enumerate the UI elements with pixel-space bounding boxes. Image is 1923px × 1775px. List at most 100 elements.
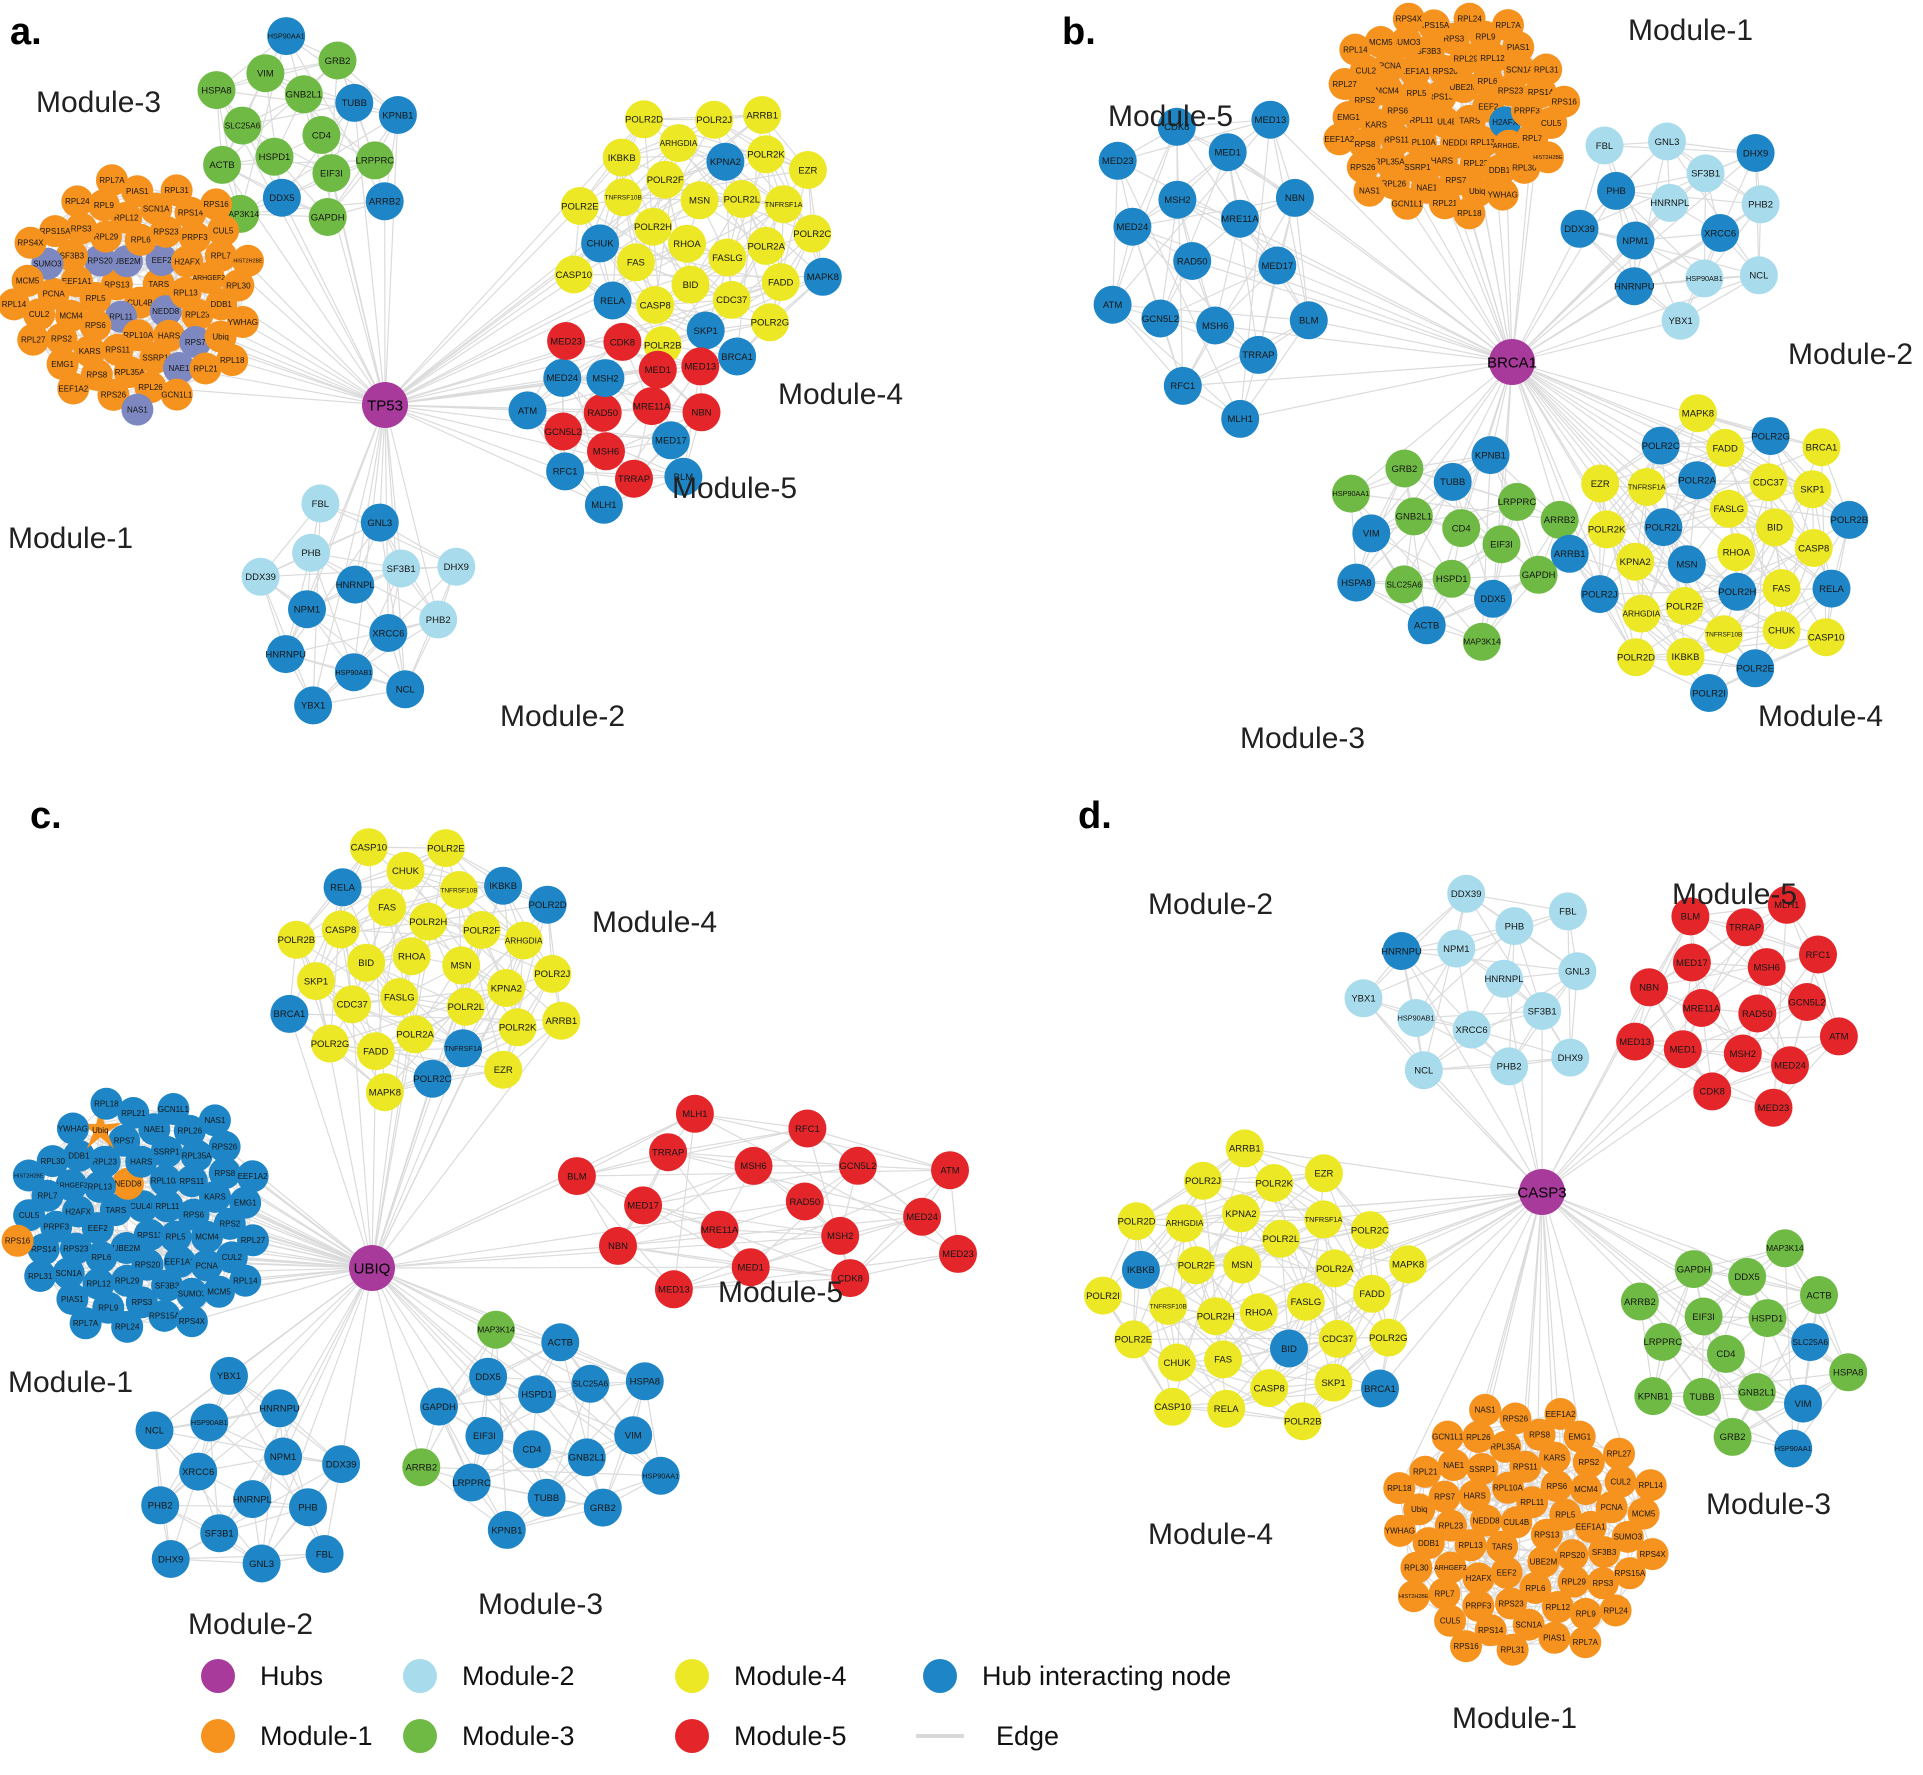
gene-node-circle bbox=[1765, 1229, 1804, 1268]
gene-node-label: CUL4B bbox=[130, 1202, 156, 1211]
gene-node-circle bbox=[1519, 1572, 1552, 1604]
gene-node-circle bbox=[349, 828, 388, 867]
gene-node-label: MSH6 bbox=[593, 447, 619, 458]
gene-node-circle bbox=[157, 1093, 190, 1125]
node-POLR2C: POLR2C bbox=[413, 1059, 452, 1098]
legend-item-label: Hub interacting node bbox=[982, 1661, 1231, 1691]
gene-node-label: HIST2H2BE bbox=[14, 1173, 44, 1179]
node-SF3B3: SF3B3 bbox=[151, 1269, 184, 1302]
gene-node-label: RPL26 bbox=[178, 1127, 203, 1136]
gene-node-circle bbox=[1489, 1430, 1522, 1463]
node-RPL10A: RPL10A bbox=[149, 1164, 182, 1197]
gene-node-circle bbox=[508, 391, 547, 430]
gene-node-label: HIST2H2BE bbox=[1399, 1594, 1429, 1600]
hub-edge bbox=[1541, 1191, 1820, 1296]
node-GAPDH: GAPDH bbox=[308, 198, 347, 236]
gene-node-circle bbox=[1314, 1363, 1353, 1402]
gene-node-circle bbox=[1641, 426, 1680, 465]
gene-node-circle bbox=[79, 309, 112, 342]
gene-node-circle bbox=[1690, 674, 1728, 712]
gene-node-circle bbox=[229, 1186, 262, 1219]
gene-node-circle bbox=[651, 421, 690, 460]
hub-edge bbox=[1350, 361, 1513, 495]
gene-node-label: CUL5 bbox=[19, 1211, 40, 1220]
node-YWHAG: YWHAG bbox=[1383, 1514, 1416, 1547]
gene-node-circle bbox=[297, 962, 335, 1001]
gene-node-circle bbox=[1221, 399, 1260, 438]
hub-edge bbox=[1541, 916, 1691, 1193]
node-PRPF3: PRPF3 bbox=[178, 221, 211, 254]
module-label: Module-1 bbox=[8, 1366, 133, 1399]
gene-node-label: CASP10 bbox=[351, 843, 387, 854]
gene-node-label: EZR bbox=[1591, 479, 1610, 490]
node-ARHGDIA: ARHGDIA bbox=[659, 124, 698, 163]
node-IKBKB: IKBKB bbox=[602, 138, 641, 177]
node-KPNB1: KPNB1 bbox=[1471, 436, 1510, 475]
gene-node-circle bbox=[260, 1389, 299, 1428]
gene-node-circle bbox=[1196, 306, 1235, 345]
gene-node-label: MAP3K14 bbox=[477, 1325, 515, 1335]
gene-node-label: EEF2 bbox=[88, 1224, 109, 1233]
node-POLR2L: POLR2L bbox=[1261, 1219, 1300, 1258]
hub-edge bbox=[1215, 1191, 1543, 1317]
edge bbox=[1781, 489, 1813, 631]
gene-node-circle bbox=[1617, 638, 1655, 677]
gene-node-circle bbox=[1755, 508, 1794, 547]
legend-item-label: Module-1 bbox=[260, 1721, 373, 1751]
gene-node-circle bbox=[462, 911, 501, 949]
gene-node-circle bbox=[1275, 178, 1314, 217]
node-RPL27: RPL27 bbox=[1328, 68, 1361, 100]
gene-node-circle bbox=[1353, 1274, 1392, 1313]
node-POLR2F: POLR2F bbox=[1177, 1246, 1216, 1285]
gene-node-label: POLR2J bbox=[1582, 589, 1618, 600]
node-TNFRSF1A: TNFRSF1A bbox=[444, 1029, 483, 1068]
node-SUMO3: SUMO3 bbox=[1390, 26, 1423, 59]
gene-node-circle bbox=[695, 100, 734, 139]
gene-node-label: RPS13 bbox=[1428, 92, 1454, 101]
node-RPS7: RPS7 bbox=[108, 1124, 141, 1157]
gene-node-label: MAPK8 bbox=[807, 272, 839, 283]
node-MED17: MED17 bbox=[1672, 943, 1711, 982]
node-RPL10A: RPL10A bbox=[1491, 1471, 1524, 1504]
gene-node-circle bbox=[487, 1510, 526, 1549]
node-TUBB: TUBB bbox=[1683, 1377, 1721, 1416]
node-SLC25A6: SLC25A6 bbox=[1385, 565, 1424, 604]
gene-node-label: RPS15A bbox=[40, 227, 71, 236]
gene-node-label: TRRAP bbox=[1729, 923, 1761, 934]
node-NAS1: NAS1 bbox=[198, 1104, 231, 1137]
gene-node-circle bbox=[13, 1199, 46, 1232]
gene-node-circle bbox=[142, 268, 175, 301]
gene-node-circle bbox=[1563, 1420, 1596, 1453]
gene-node-circle bbox=[56, 1283, 89, 1315]
legend-color-swatch bbox=[403, 1659, 437, 1693]
edge bbox=[1159, 151, 1229, 319]
hub-edge bbox=[1511, 320, 1681, 363]
module-label: Module-5 bbox=[1672, 878, 1797, 911]
node-RPS4X: RPS4X bbox=[1636, 1538, 1669, 1571]
gene-node-circle bbox=[1648, 122, 1686, 161]
hub-label: UBIQ bbox=[354, 1261, 391, 1278]
node-PHB: PHB bbox=[1597, 171, 1636, 210]
gene-node-label: HSPD1 bbox=[259, 152, 291, 163]
node-YWHAG: YWHAG bbox=[56, 1112, 89, 1145]
gene-node-circle bbox=[636, 286, 675, 324]
gene-node-circle bbox=[305, 1535, 344, 1573]
gene-node-label: RPL11 bbox=[155, 1202, 179, 1211]
gene-node-label: GCN5L2 bbox=[1789, 997, 1826, 1008]
gene-node-circle bbox=[1315, 1249, 1354, 1288]
gene-node-circle bbox=[233, 1480, 272, 1519]
module-label: Module-3 bbox=[1706, 1488, 1831, 1521]
hub-edge bbox=[1227, 151, 1513, 363]
gene-node-circle bbox=[1519, 555, 1558, 594]
gene-node-label: POLR2A bbox=[1316, 1264, 1354, 1275]
hub-edge bbox=[1379, 1191, 1543, 1389]
gene-node-circle bbox=[1163, 366, 1202, 405]
node-POLR2K: POLR2K bbox=[747, 135, 785, 174]
gene-node-label: SSRP1 bbox=[1404, 163, 1431, 172]
gene-node-circle bbox=[426, 829, 465, 868]
gene-node-circle bbox=[264, 1437, 303, 1476]
gene-node-circle bbox=[1704, 615, 1743, 654]
gene-node-label: EIF3I bbox=[320, 168, 343, 179]
module-label: Module-3 bbox=[1240, 722, 1365, 755]
gene-node-circle bbox=[512, 1430, 551, 1469]
